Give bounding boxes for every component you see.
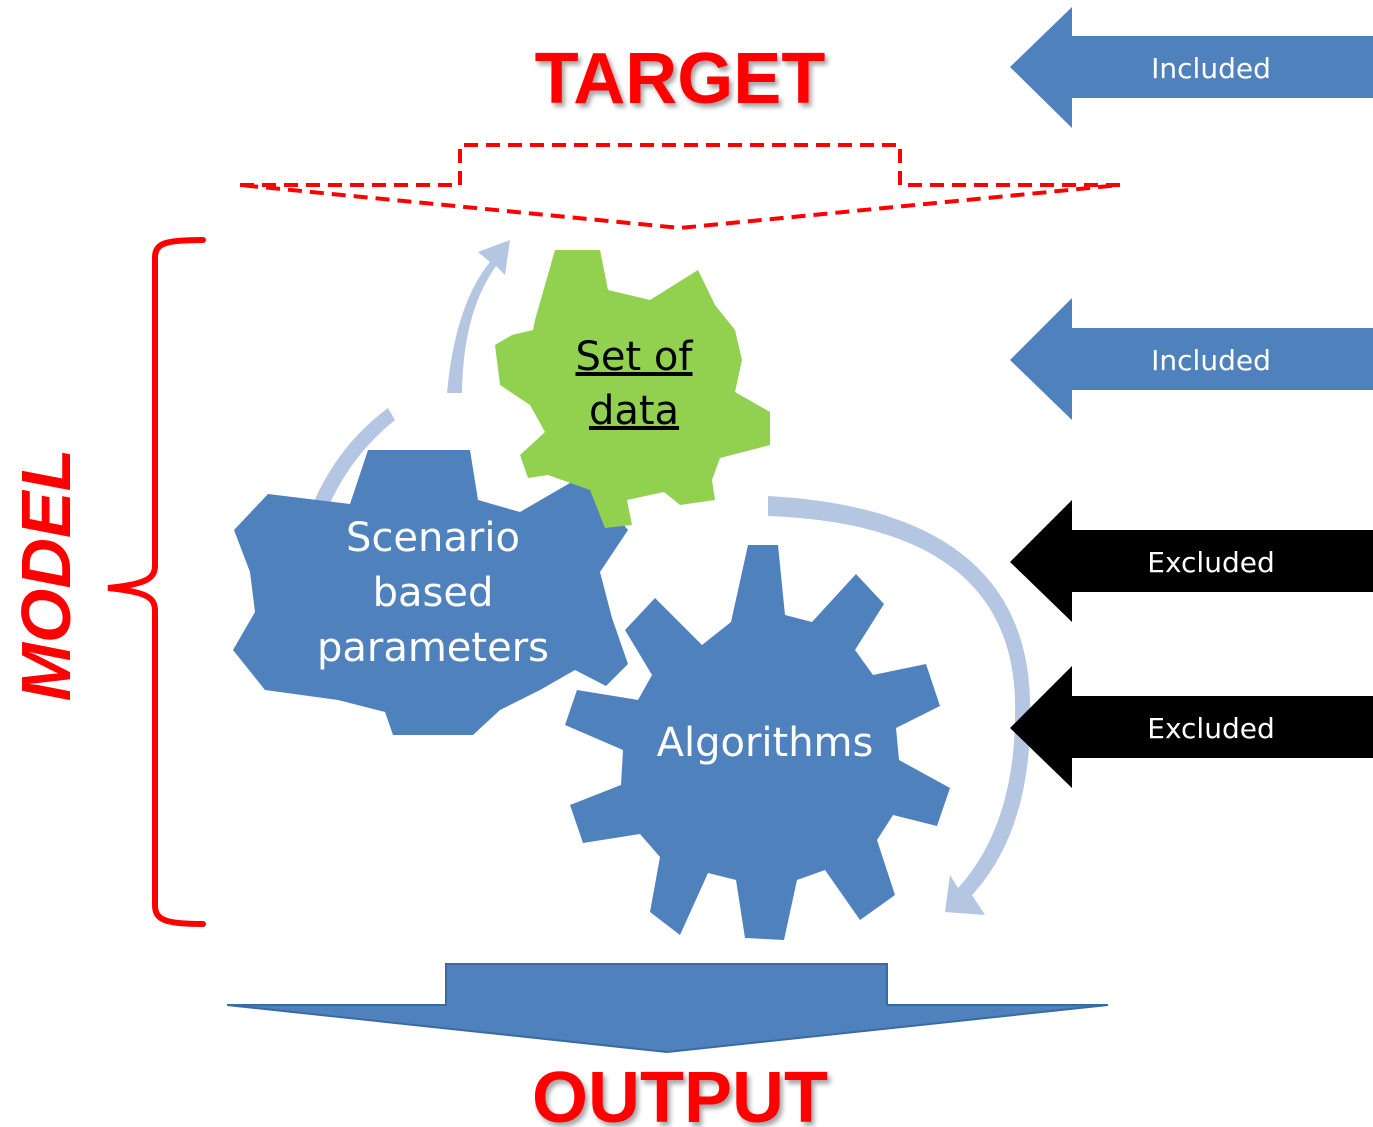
- target-title: TARGET: [535, 39, 826, 119]
- data-gear: Set of data: [495, 250, 770, 528]
- scenario-label-line1: Scenario: [346, 515, 520, 561]
- algorithms-gear-shape: [565, 545, 950, 940]
- side-arrow-included-2-shape: [1010, 298, 1373, 420]
- scenario-gear: Scenario based parameters: [233, 450, 628, 735]
- side-arrow-included-1-label: Included: [1151, 52, 1271, 85]
- side-arrow-included-2: Included: [1010, 298, 1373, 420]
- model-brace: [107, 237, 206, 927]
- scenario-gear-shape: [233, 450, 628, 735]
- algorithms-gear: Algorithms: [565, 545, 950, 940]
- scenario-label-line2: based: [373, 570, 494, 616]
- scenario-label-line3: parameters: [317, 625, 549, 671]
- side-arrow-excluded-2-shape: [1010, 666, 1373, 788]
- side-arrow-included-2-label: Included: [1151, 344, 1271, 377]
- data-label-line1: Set of: [576, 334, 694, 380]
- output-arrow: [226, 963, 1109, 1054]
- data-gear-shape: [495, 250, 770, 528]
- side-arrow-excluded-1-shape: [1010, 500, 1373, 622]
- side-arrow-excluded-2-label: Excluded: [1147, 712, 1274, 745]
- side-arrow-excluded-2: Excluded: [1010, 666, 1373, 788]
- cycle-arrow-top: [447, 240, 510, 393]
- data-label-line2: data: [589, 388, 679, 434]
- side-arrow-excluded-1: Excluded: [1010, 500, 1373, 622]
- side-arrow-included-1-shape: [1010, 7, 1373, 128]
- algorithms-label: Algorithms: [657, 720, 874, 766]
- model-label: MODEL: [7, 449, 85, 702]
- side-arrow-excluded-1-label: Excluded: [1147, 546, 1274, 579]
- output-title: OUTPUT: [532, 1058, 828, 1127]
- target-funnel: [239, 143, 1121, 231]
- side-arrow-included-1: Included: [1010, 7, 1373, 128]
